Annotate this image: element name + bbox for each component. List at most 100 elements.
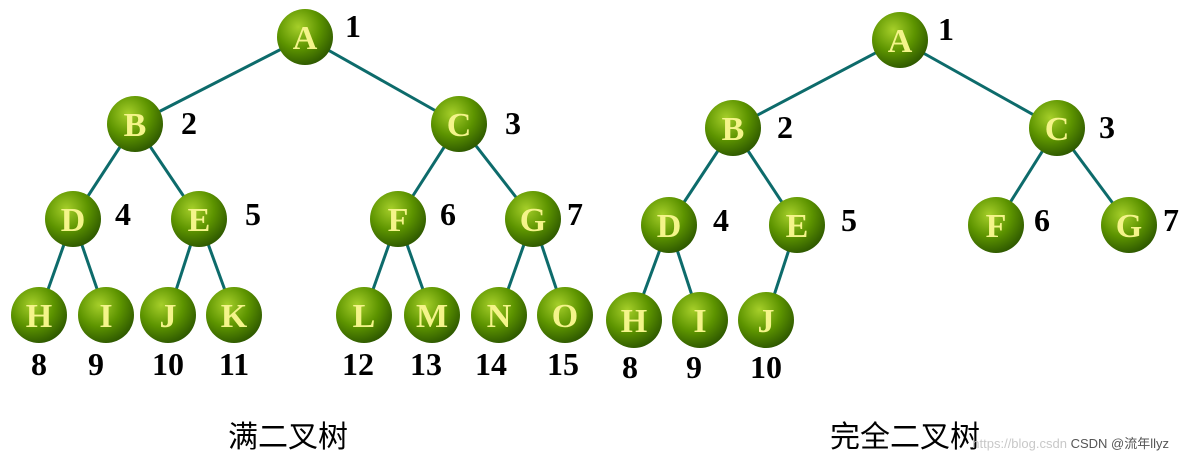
complete-node-I-circle <box>672 292 728 348</box>
full-edge-A-C <box>304 35 460 126</box>
complete-node-B-circle <box>705 100 761 156</box>
full-node-E-index: 5 <box>245 196 261 232</box>
complete-node-A-index: 1 <box>938 11 954 47</box>
full-node-K-label: K <box>221 298 248 335</box>
full-node-L-label: L <box>353 298 376 335</box>
complete-edge-A-B <box>732 38 901 130</box>
complete-node-E-label: E <box>786 208 809 245</box>
complete-edge-A-C <box>899 38 1058 130</box>
full-node-I-index: 9 <box>88 346 104 382</box>
complete-node-J: J 10 <box>738 292 794 385</box>
complete-node-A-circle <box>872 12 928 68</box>
complete-node-C-label: C <box>1045 111 1070 148</box>
full-node-E-circle <box>171 191 227 247</box>
complete-node-D-circle <box>641 197 697 253</box>
full-node-I-label: I <box>99 298 112 335</box>
complete-node-G-label: G <box>1116 208 1142 245</box>
full-node-D-circle <box>45 191 101 247</box>
full-node-J: J 10 <box>140 287 196 382</box>
complete-node-F-index: 6 <box>1034 202 1050 238</box>
full-node-O-label: O <box>552 298 578 335</box>
full-node-N-label: N <box>487 298 512 335</box>
full-node-M-label: M <box>416 298 448 335</box>
full-node-C-label: C <box>447 107 472 144</box>
full-node-N-index: 14 <box>475 346 507 382</box>
full-node-F-circle <box>370 191 426 247</box>
complete-node-J-label: J <box>758 303 775 340</box>
full-node-A-circle <box>277 9 333 65</box>
full-node-H: H8 <box>11 287 67 382</box>
full-node-O-circle <box>537 287 593 343</box>
full-node-H-index: 8 <box>31 346 47 382</box>
full-node-H-label: H <box>26 298 52 335</box>
full-node-C-index: 3 <box>505 105 521 141</box>
full-node-L: L 12 <box>336 287 392 382</box>
full-node-K: K 11 <box>206 287 262 382</box>
full-node-B-index: 2 <box>181 105 197 141</box>
complete-node-F-label: F <box>986 208 1007 245</box>
full-node-M-circle <box>404 287 460 343</box>
complete-node-J-index: 10 <box>750 349 782 385</box>
full-node-M: M 13 <box>404 287 460 382</box>
full-node-J-label: J <box>160 298 177 335</box>
complete-node-G-circle <box>1101 197 1157 253</box>
watermark-credit: CSDN @流年llyz <box>1070 436 1169 451</box>
complete-node-H-circle <box>606 292 662 348</box>
full-edge-A-B <box>134 35 306 126</box>
complete-node-H: H8 <box>606 292 662 385</box>
full-node-O: O 15 <box>537 287 593 382</box>
full-node-L-circle <box>336 287 392 343</box>
full-node-F-index: 6 <box>440 196 456 232</box>
full-node-A-index: 1 <box>345 8 361 44</box>
full-node-B-label: B <box>124 107 147 144</box>
complete-node-F-circle <box>968 197 1024 253</box>
complete-node-E-circle <box>769 197 825 253</box>
full-node-D-label: D <box>61 202 86 239</box>
full-binary-tree-caption: 满二叉树 <box>228 420 348 455</box>
complete-node-E-index: 5 <box>841 202 857 238</box>
full-node-N-circle <box>471 287 527 343</box>
full-node-L-index: 12 <box>342 346 374 382</box>
full-node-A-label: A <box>293 20 318 57</box>
full-node-F-label: F <box>388 202 409 239</box>
complete-node-D-label: D <box>657 208 682 245</box>
complete-node-D-index: 4 <box>713 202 729 238</box>
complete-node-B-label: B <box>722 111 745 148</box>
complete-node-I: I9 <box>672 292 728 385</box>
full-node-J-circle <box>140 287 196 343</box>
complete-node-A-label: A <box>888 23 913 60</box>
complete-node-I-label: I <box>693 303 706 340</box>
full-node-N: N 14 <box>471 287 527 382</box>
full-node-K-circle <box>206 287 262 343</box>
complete-node-J-circle <box>738 292 794 348</box>
full-node-J-index: 10 <box>152 346 184 382</box>
full-node-G-label: G <box>520 202 546 239</box>
full-node-I: I9 <box>78 287 134 382</box>
full-node-D-index: 4 <box>115 196 131 232</box>
full-node-G-circle <box>505 191 561 247</box>
watermark: https://blog.csdn CSDN @流年llyz <box>972 433 1169 452</box>
full-node-M-index: 13 <box>410 346 442 382</box>
full-node-O-index: 15 <box>547 346 579 382</box>
complete-binary-tree-caption: 完全二叉树 <box>830 420 980 455</box>
full-node-K-index: 11 <box>219 346 249 382</box>
complete-node-H-label: H <box>621 303 647 340</box>
complete-node-C-circle <box>1029 100 1085 156</box>
complete-node-C-index: 3 <box>1099 109 1115 145</box>
full-node-C-circle <box>431 96 487 152</box>
full-node-E-label: E <box>188 202 211 239</box>
complete-node-H-index: 8 <box>622 349 638 385</box>
complete-node-I-index: 9 <box>686 349 702 385</box>
full-node-I-circle <box>78 287 134 343</box>
